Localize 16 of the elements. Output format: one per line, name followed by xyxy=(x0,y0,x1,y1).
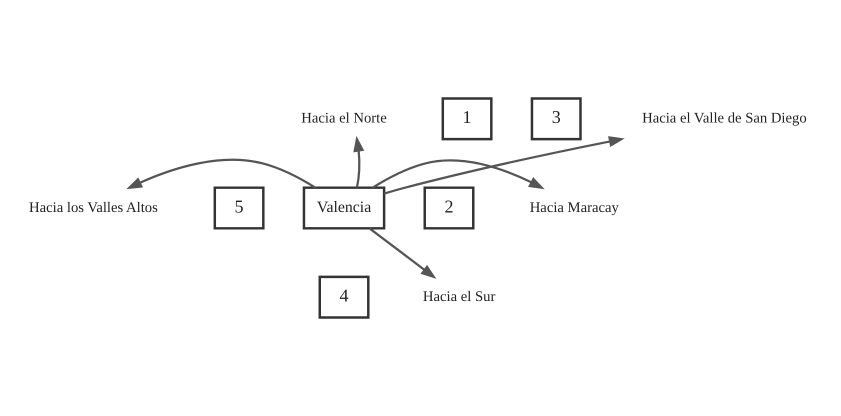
arrow xyxy=(372,159,545,190)
node-box: 1 xyxy=(442,97,493,140)
node-text: Hacia Maracay xyxy=(530,200,619,216)
arrow xyxy=(126,158,316,190)
arrow xyxy=(353,136,364,188)
node-box: 4 xyxy=(318,276,370,319)
node-box: 2 xyxy=(424,186,474,230)
node-text: Hacia el Norte xyxy=(301,110,387,127)
node-text: Hacia el Sur xyxy=(422,289,496,306)
node-box: 5 xyxy=(214,186,265,230)
node-box: Valencia xyxy=(302,186,386,230)
node-box: 3 xyxy=(530,97,582,140)
node-text: Hacia los Valles Altos xyxy=(29,200,158,216)
arrow xyxy=(384,136,625,195)
node-text: Hacia el Valle de San Diego xyxy=(642,110,807,127)
arrow xyxy=(368,228,436,279)
